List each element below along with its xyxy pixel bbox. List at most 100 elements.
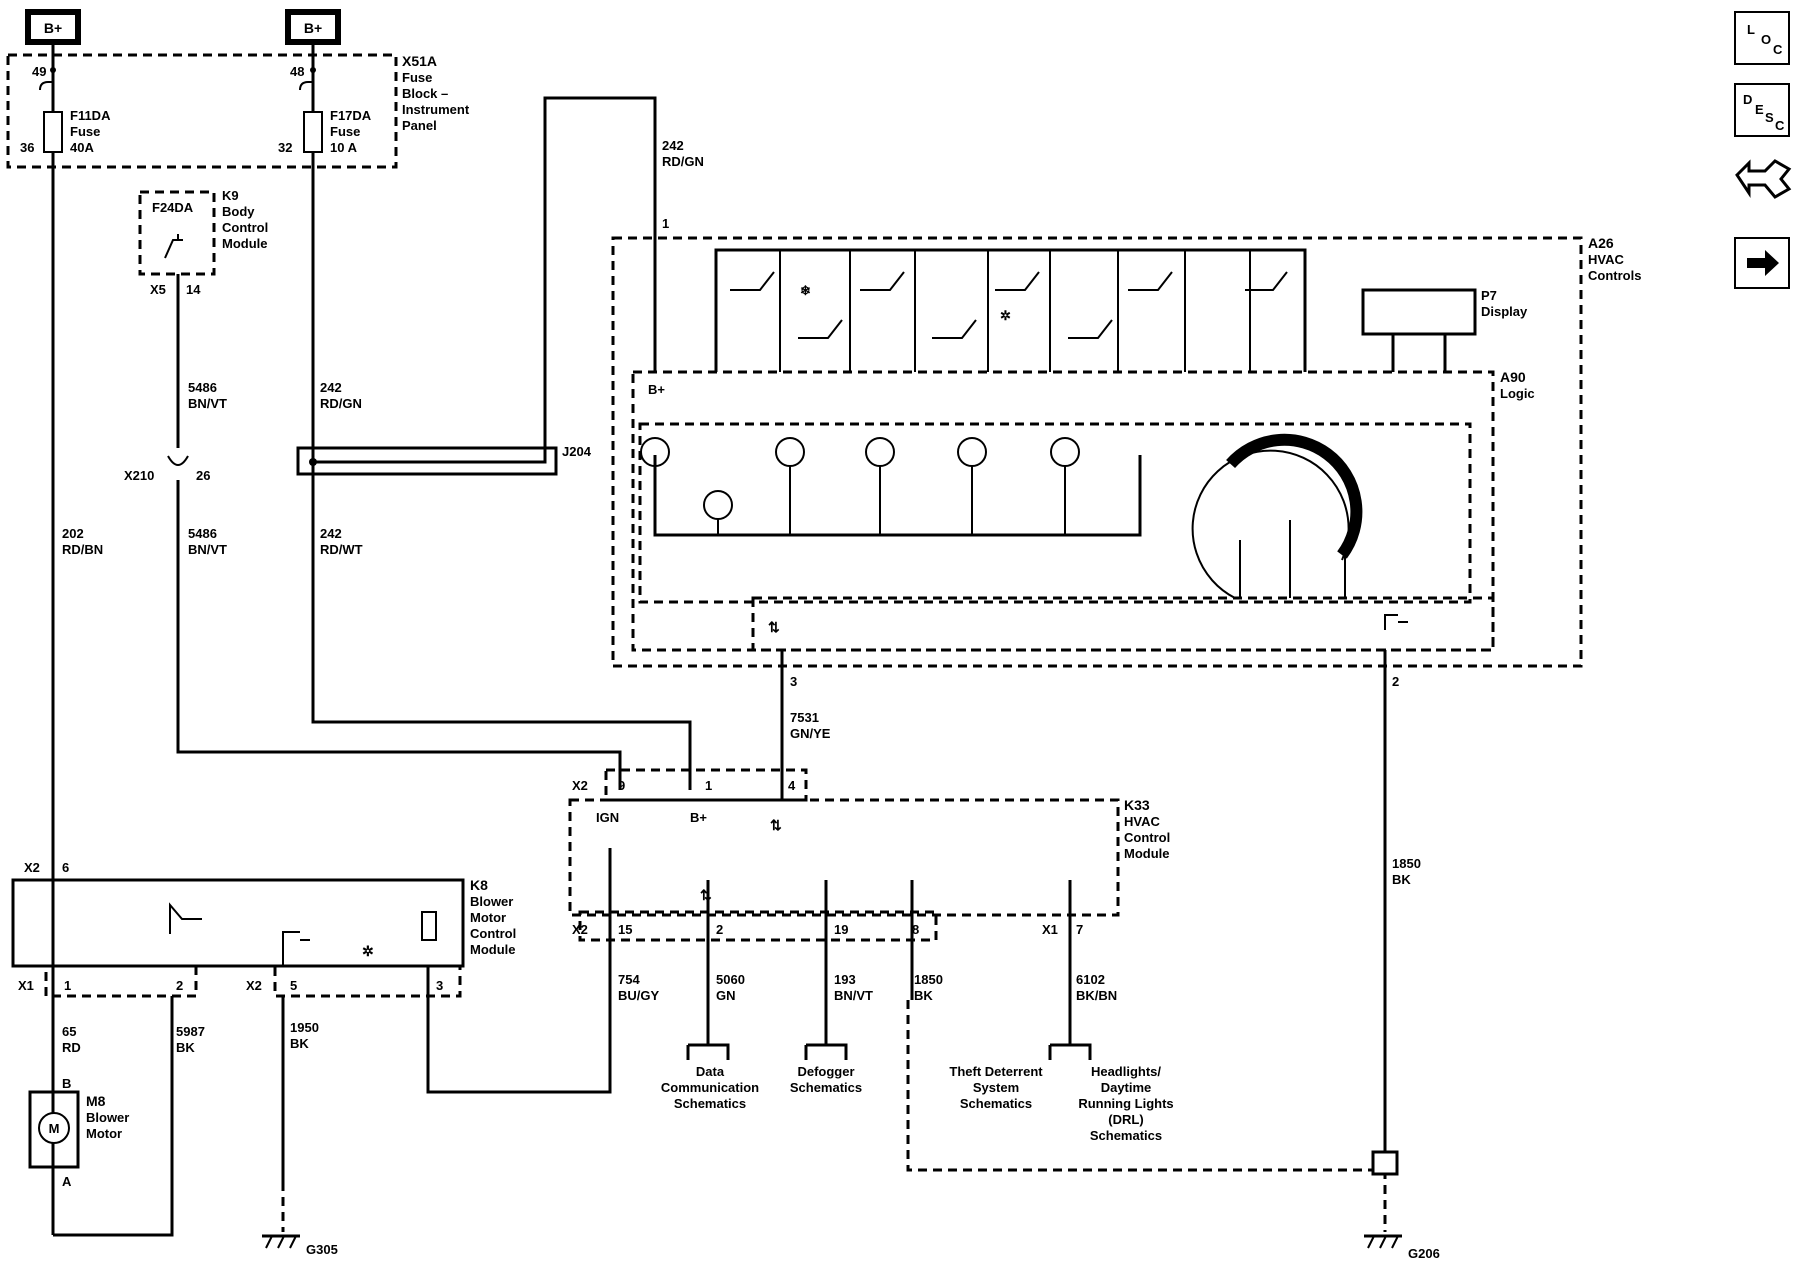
fuse1-rating: 40A (70, 140, 94, 155)
k8-x2-connector (273, 964, 462, 998)
location-button[interactable]: L O C (1734, 11, 1790, 65)
w1850k33-circuit: 1850 (914, 972, 943, 987)
w5486a-color: BN/VT (188, 396, 227, 411)
logic-id: A90 (1500, 369, 1526, 385)
motor-name-2: Motor (86, 1126, 122, 1141)
ground-g206: G206 (1364, 1234, 1440, 1261)
k8-pin-3: 3 (436, 978, 443, 993)
hvac-controls-a26 (611, 236, 1583, 668)
k33-x1: X1 (1042, 922, 1058, 937)
bcm-name-3: Module (222, 236, 268, 251)
svg-text:Defogger: Defogger (797, 1064, 854, 1079)
svg-text:Schematics: Schematics (674, 1096, 746, 1111)
k8-x2-top: X2 (24, 860, 40, 875)
k33-name-3: Module (1124, 846, 1170, 861)
x210-pin: 26 (196, 468, 210, 483)
fuse-block-name-2: Block – (402, 86, 448, 101)
w1850r-color: BK (1392, 872, 1411, 887)
fuse2-rating: 10 A (330, 140, 358, 155)
bcm-name-1: Body (222, 204, 255, 219)
fuse-block-name-3: Instrument (402, 102, 470, 117)
k8-name-1: Blower (470, 894, 513, 909)
k33-pin-19: 19 (834, 922, 848, 937)
bcm-conn: X5 (150, 282, 166, 297)
k33-x2-bottom-connector (578, 910, 938, 942)
fuse2-in-pin: 48 (290, 64, 304, 79)
k33-pin-7: 7 (1076, 922, 1083, 937)
logic-bplus: B+ (648, 382, 665, 397)
a26-id: A26 (1588, 235, 1614, 251)
fuse1-kind: Fuse (70, 124, 100, 139)
fuse2-id: F17DA (330, 108, 372, 123)
ref-theft-deterrent[interactable]: Theft Deterrent System Schematics (949, 1064, 1043, 1111)
svg-text:Data: Data (696, 1064, 725, 1079)
k8-name-3: Control (470, 926, 516, 941)
ground-symbol-a26 (1384, 614, 1408, 630)
resistor-k8 (421, 911, 437, 941)
svg-text:B+: B+ (304, 20, 322, 36)
next-arrow-icon[interactable] (1734, 237, 1790, 289)
fuse1-out-pin: 36 (20, 140, 34, 155)
ref-drl[interactable]: Headlights/ Daytime Running Lights (DRL)… (1078, 1064, 1173, 1143)
svg-text:L: L (1747, 22, 1755, 37)
fuse-f11da (43, 111, 63, 153)
k8-name-4: Module (470, 942, 516, 957)
svg-text:G305: G305 (306, 1242, 338, 1257)
a26-pin-top: 1 (662, 216, 669, 231)
k33-pin-2: 2 (716, 922, 723, 937)
ref-defogger[interactable]: Defogger Schematics (790, 1064, 862, 1095)
w1850r-circuit: 1850 (1392, 856, 1421, 871)
logic-name: Logic (1500, 386, 1535, 401)
w193-color: BN/VT (834, 988, 873, 1003)
w193-circuit: 193 (834, 972, 856, 987)
display-name: Display (1481, 304, 1528, 319)
k8-pin-6: 6 (62, 860, 69, 875)
bplus-terminal-2: B+ (285, 9, 341, 45)
inline-connector-g206 (1371, 1150, 1399, 1176)
w242-low-circuit: 242 (320, 526, 342, 541)
k33-name-1: HVAC (1124, 814, 1160, 829)
w242-mid-color: RD/GN (320, 396, 362, 411)
x210-id: X210 (124, 468, 154, 483)
w202-circuit: 202 (62, 526, 84, 541)
w242-top-color: RD/GN (662, 154, 704, 169)
blower-motor-m8 (28, 1090, 80, 1169)
w1950-circuit: 1950 (290, 1020, 319, 1035)
svg-text:D: D (1743, 92, 1752, 107)
k8-pin-1: 1 (64, 978, 71, 993)
motor-pin-a: A (62, 1174, 72, 1189)
k33-pin-8: 8 (912, 922, 919, 937)
ground-g305: G305 (262, 1234, 338, 1257)
k33-pin-15: 15 (618, 922, 632, 937)
snowflake-icon: ❄ (800, 283, 811, 298)
w242-mid-circuit: 242 (320, 380, 342, 395)
ground-symbol-k8 (282, 931, 310, 966)
svg-text:O: O (1761, 32, 1771, 47)
connector-view-icon[interactable] (1735, 159, 1792, 199)
svg-text:G206: G206 (1408, 1246, 1440, 1261)
motor-id: M8 (86, 1093, 106, 1109)
k33-label-bplus: B+ (690, 810, 707, 825)
w1850k33-color: BK (914, 988, 933, 1003)
w5486b-circuit: 5486 (188, 526, 217, 541)
led-section (638, 422, 1472, 604)
indicator-led-array (640, 437, 1080, 535)
svg-text:S: S (1765, 110, 1774, 125)
motor-name-1: Blower (86, 1110, 129, 1125)
svg-text:C: C (1775, 118, 1785, 133)
w6102-circuit: 6102 (1076, 972, 1105, 987)
svg-text:C: C (1773, 42, 1783, 57)
ref-data-communication[interactable]: Data Communication Schematics (661, 1064, 759, 1111)
hvac-switch-array (730, 250, 1288, 372)
w5060-circuit: 5060 (716, 972, 745, 987)
logic-a90 (631, 370, 1495, 652)
k33-name-2: Control (1124, 830, 1170, 845)
a26-pin-data: 3 (790, 674, 797, 689)
bplus-terminal-1: B+ (25, 9, 81, 45)
display-p7 (1361, 288, 1477, 336)
w5987-color: BK (176, 1040, 195, 1055)
fan-icon-k8: ✲ (362, 943, 374, 959)
a26-name-2: Controls (1588, 268, 1641, 283)
description-button[interactable]: D E S C (1734, 83, 1790, 137)
